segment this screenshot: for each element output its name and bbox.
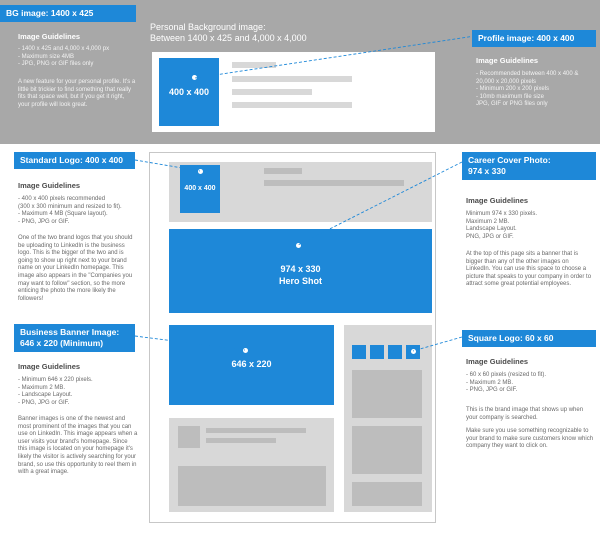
profile-image-box: 400 x 400 [159, 58, 219, 126]
profile-line-placeholder [232, 76, 352, 82]
career-cover-guidelines-title: Image Guidelines [466, 196, 529, 205]
business-banner-label-line1: Business Banner Image: [20, 327, 120, 337]
square-logo-box [370, 345, 384, 359]
hero-size: 974 x 330 [280, 264, 321, 274]
profile-specs: - Recommended between 400 x 400 & 20,000… [476, 71, 579, 108]
business-banner-guidelines-title: Image Guidelines [18, 362, 81, 371]
career-cover-specs: Minimum 974 x 330 pixels. Maximum 2 MB. … [466, 211, 538, 240]
career-cover-label: Career Cover Photo: 974 x 330 [462, 152, 596, 180]
career-cover-label-line2: 974 x 330 [468, 166, 506, 176]
square-logo-description-1: This is the brand image that shows up wh… [466, 407, 584, 421]
post-avatar-placeholder [178, 426, 200, 448]
hero-shot-box: 974 x 330 Hero Shot [169, 229, 432, 313]
standard-logo-label: Standard Logo: 400 x 400 [14, 152, 135, 169]
standard-logo-description: One of the two brand logos that you shou… [18, 235, 133, 302]
business-banner-dot [243, 348, 248, 353]
sidebar-block-placeholder [352, 426, 422, 474]
business-banner-label-line2: 646 x 220 (Minimum) [20, 338, 104, 348]
sidebar-block-placeholder [352, 370, 422, 418]
profile-image-label: Profile image: 400 x 400 [472, 30, 596, 47]
career-cover-description: At the top of this page sits a banner th… [466, 251, 592, 288]
standard-logo-size: 400 x 400 [184, 185, 216, 192]
profile-name-placeholder [232, 62, 276, 68]
business-banner-specs: - Minimum 646 x 220 pixels. - Maximum 2 … [18, 377, 93, 406]
personal-bg-title-line2: Between 1400 x 425 and 4,000 x 4,000 [150, 33, 307, 43]
square-logo-description-2: Make sure you use something recognizable… [466, 428, 594, 450]
square-logo-dot [411, 349, 416, 354]
career-cover-label-line1: Career Cover Photo: [468, 155, 551, 165]
business-banner-label: Business Banner Image: 646 x 220 (Minimu… [14, 324, 135, 352]
standard-logo-dot [198, 169, 203, 174]
profile-image-size: 400 x 400 [168, 87, 210, 97]
hero-title: Hero Shot [278, 276, 322, 286]
business-banner-box: 646 x 220 [169, 325, 334, 405]
sidebar-block-placeholder [352, 482, 422, 506]
standard-logo-specs: - 400 x 400 pixels recommended (300 x 30… [18, 196, 122, 225]
square-logo-box [352, 345, 366, 359]
company-line-placeholder [264, 180, 404, 186]
square-logo-box [388, 345, 402, 359]
post-image-placeholder [178, 466, 326, 506]
post-line-placeholder [206, 428, 306, 433]
profile-guidelines-title: Image Guidelines [476, 56, 539, 65]
business-banner-description: Banner images is one of the newest and m… [18, 416, 138, 476]
personal-bg-title-line1: Personal Background image: [150, 22, 266, 32]
profile-line-placeholder [232, 102, 352, 108]
square-logo-label: Square Logo: 60 x 60 [462, 330, 596, 347]
post-line-placeholder [206, 438, 276, 443]
profile-image-dot [192, 75, 197, 80]
company-name-placeholder [264, 168, 302, 174]
square-logo-guidelines-title: Image Guidelines [466, 357, 529, 366]
bg-guidelines-title: Image Guidelines [18, 32, 81, 41]
personal-bg-title: Personal Background image: Between 1400 … [150, 22, 307, 44]
profile-card: 400 x 400 [152, 52, 435, 132]
standard-logo-guidelines-title: Image Guidelines [18, 181, 81, 190]
bg-image-label: BG image: 1400 x 425 [0, 5, 136, 22]
bg-description: A new feature for your personal profile.… [18, 79, 136, 108]
business-banner-size: 646 x 220 [231, 359, 272, 369]
square-logo-specs: - 60 x 60 pixels (resized to fit). - Max… [466, 372, 547, 394]
hero-dot [296, 243, 301, 248]
profile-line-placeholder [232, 89, 312, 95]
bg-specs: - 1400 x 425 and 4,000 x 4,000 px - Maxi… [18, 46, 110, 68]
